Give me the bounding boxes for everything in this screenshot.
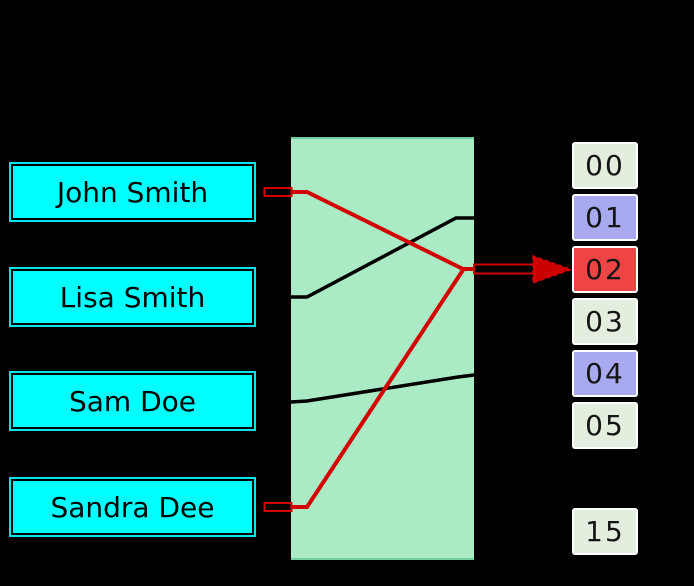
bucket-01: 01 xyxy=(572,194,638,241)
bucket-03: 03 xyxy=(572,298,638,345)
bucket-05: 05 xyxy=(572,402,638,449)
bucket-label: 04 xyxy=(585,357,625,390)
stub-sandra-dee xyxy=(263,502,293,512)
key-label: Lisa Smith xyxy=(59,280,206,314)
bucket-label: 05 xyxy=(585,409,625,442)
key-label: John Smith xyxy=(56,175,209,209)
bucket-label: 01 xyxy=(585,201,625,234)
red-arrow-shaft xyxy=(473,263,535,275)
bucket-15: 15 xyxy=(572,508,638,555)
bucket-02-collision: 02 xyxy=(572,246,638,293)
bucket-label: 02 xyxy=(585,253,625,286)
stub-john-smith xyxy=(263,187,293,197)
bucket-00: 00 xyxy=(572,142,638,189)
key-sandra-dee: Sandra Dee xyxy=(11,479,254,535)
key-lisa-smith: Lisa Smith xyxy=(11,269,254,325)
key-john-smith: John Smith xyxy=(11,164,254,220)
key-label: Sandra Dee xyxy=(50,490,215,524)
key-sam-doe: Sam Doe xyxy=(11,373,254,429)
red-arrow-right-icon xyxy=(532,254,574,285)
key-label: Sam Doe xyxy=(68,384,197,418)
bucket-label: 15 xyxy=(585,515,625,548)
bucket-label: 03 xyxy=(585,305,625,338)
bucket-04: 04 xyxy=(572,350,638,397)
hash-function-box xyxy=(291,137,474,560)
bucket-label: 00 xyxy=(585,149,625,182)
